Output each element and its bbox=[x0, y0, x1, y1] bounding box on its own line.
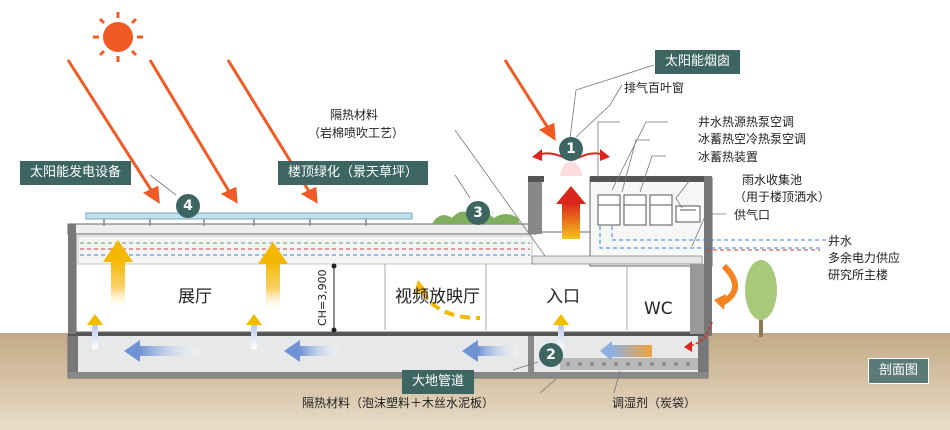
marker-4: 4 bbox=[176, 194, 200, 218]
marker-2: 2 bbox=[539, 343, 563, 367]
ceiling-height-label: CH=3,900 bbox=[316, 269, 329, 326]
insulation-bottom-label: 隔热材料（泡沫塑料＋木丝水泥板） bbox=[302, 396, 495, 410]
rain-tank-label: 雨水收集池 bbox=[742, 173, 803, 187]
insulation-top-label: 隔热材料 bbox=[330, 108, 379, 122]
well-heat-pump-label: 井水热源热泵空调 bbox=[698, 115, 795, 129]
circulation-arrow bbox=[420, 289, 481, 320]
insulation-top-sublabel: （岩棉喷吹工艺） bbox=[308, 126, 405, 140]
rain-tank-sublabel: （用于楼顶洒水） bbox=[734, 190, 831, 204]
duct-lines bbox=[80, 226, 830, 256]
cool-air-arrows bbox=[124, 340, 652, 362]
marker-3: 3 bbox=[466, 201, 490, 225]
well-water-label: 井水 bbox=[828, 234, 853, 248]
solar-panel-icon bbox=[85, 212, 413, 226]
solar-power-tag: 太阳能发电设备 bbox=[20, 161, 132, 185]
ice-storage-label: 冰蓄热装置 bbox=[698, 150, 759, 164]
tree-icon bbox=[745, 260, 777, 337]
solar-chimney-tag: 太阳能烟囱 bbox=[655, 50, 741, 74]
surplus-power-label: 多余电力供应 bbox=[828, 251, 901, 265]
warm-air-arrows bbox=[87, 240, 569, 349]
leader-lines bbox=[149, 64, 726, 394]
ceiling-height-marker bbox=[331, 263, 337, 333]
heat-pump-unit-icon bbox=[597, 194, 673, 226]
sun-icon bbox=[93, 12, 143, 62]
sun-rays bbox=[66, 59, 556, 204]
humidity-agent-label: 调湿剂（炭袋） bbox=[612, 396, 697, 410]
earth-duct-tag: 大地管道 bbox=[402, 370, 475, 394]
rain-tank-icon bbox=[675, 205, 701, 223]
room-entrance: 入口 bbox=[546, 287, 580, 307]
main-building-label: 研究所主楼 bbox=[828, 268, 889, 282]
room-video-hall: 视频放映厅 bbox=[395, 287, 480, 307]
ice-heat-pump-label: 冰蓄热空冷热泵空调 bbox=[698, 132, 807, 146]
supply-port-label: 供气口 bbox=[734, 208, 771, 222]
room-wc: WC bbox=[644, 299, 673, 319]
hot-exhaust-arrows bbox=[532, 149, 610, 239]
roof-greening-tag: 楼顶绿化（景天草坪） bbox=[278, 161, 429, 185]
exhaust-louver-label: 排气百叶窗 bbox=[624, 81, 685, 95]
room-exhibition: 展厅 bbox=[178, 287, 212, 307]
section-view-tag: 剖面图 bbox=[868, 358, 930, 384]
marker-1: 1 bbox=[559, 137, 583, 161]
